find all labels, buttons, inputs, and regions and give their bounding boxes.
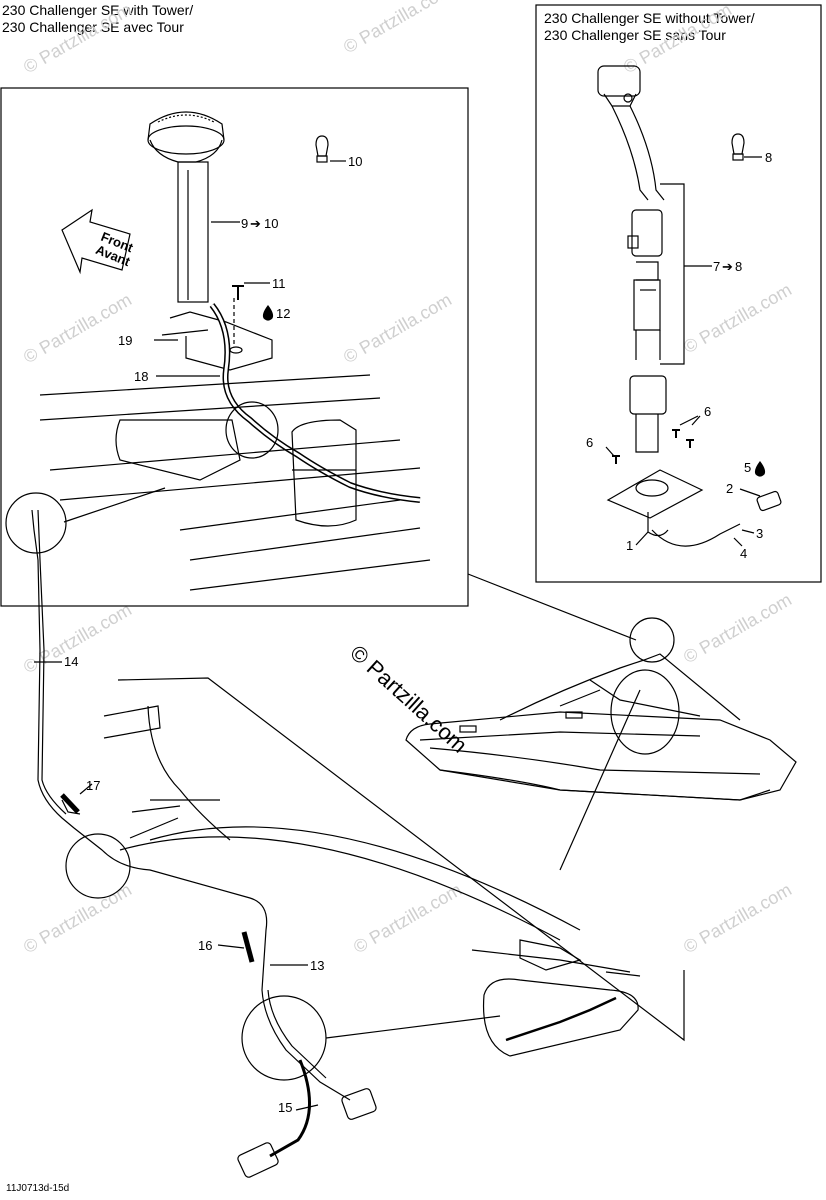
- callout-arrow: ➔: [722, 259, 733, 274]
- callout-13: 13: [310, 958, 324, 973]
- detail-circle: [629, 617, 675, 663]
- callout-15: 15: [278, 1100, 292, 1115]
- pole-light-assembly: [597, 65, 741, 547]
- callout-5: 5: [744, 460, 751, 475]
- callout-3: 3: [756, 526, 763, 541]
- header-without-tower-line1: 230 Challenger SE without Tower/: [544, 10, 755, 26]
- connector-plug: [237, 1142, 279, 1178]
- header-with-tower: 230 Challenger SE with Tower/ 230 Challe…: [2, 2, 193, 36]
- sealant-drop-icon: [262, 304, 274, 321]
- detail-circle: [65, 833, 131, 899]
- sealant-drop-icon: [754, 460, 766, 477]
- harness-14: [31, 509, 268, 991]
- callout-arrow: ➔: [250, 216, 261, 231]
- callout-18: 18: [134, 369, 148, 384]
- callout-17: 17: [86, 778, 100, 793]
- callout-6a: 6: [586, 435, 593, 450]
- leader-lines: [34, 156, 762, 1111]
- header-with-tower-line2: 230 Challenger SE avec Tour: [2, 19, 184, 35]
- with-tower-panel-border: [0, 87, 469, 607]
- header-with-tower-line1: 230 Challenger SE with Tower/: [2, 2, 194, 18]
- detail-circle: [5, 492, 67, 554]
- harness-15: [269, 1059, 311, 1158]
- header-without-tower: 230 Challenger SE without Tower/ 230 Cha…: [544, 10, 755, 44]
- callout-1: 1: [626, 538, 633, 553]
- screw-icon: [672, 429, 680, 438]
- front-arrow-icon: [61, 208, 131, 275]
- grommet-17: [60, 793, 80, 814]
- header-without-tower-line2: 230 Challenger SE sans Tour: [544, 27, 726, 43]
- callout-14: 14: [64, 654, 78, 669]
- harness-13: [261, 989, 351, 1101]
- callout-7: 7: [713, 259, 720, 274]
- callout-4: 4: [740, 546, 747, 561]
- callout-2: 2: [726, 481, 733, 496]
- screw-icon: [612, 455, 620, 464]
- bulb-icon: [731, 133, 745, 161]
- callout-9: 9: [241, 216, 248, 231]
- screw-icon: [232, 285, 244, 300]
- detail-circle: [610, 669, 680, 755]
- callout-10: 10: [348, 154, 362, 169]
- bulb-icon: [315, 135, 329, 163]
- callout-16: 16: [198, 938, 212, 953]
- diagram-code: 11J0713d-15d: [6, 1183, 70, 1194]
- callout-9-to-10: 10: [264, 216, 278, 231]
- grommet-16: [241, 931, 255, 963]
- callout-7-to-8: 8: [735, 259, 742, 274]
- detail-circle: [241, 995, 327, 1081]
- callout-12: 12: [276, 306, 290, 321]
- callout-19: 19: [118, 333, 132, 348]
- tower-light-assembly: [147, 111, 273, 371]
- screw-icon: [686, 439, 694, 448]
- callout-11: 11: [272, 276, 286, 291]
- connector-plug: [341, 1088, 377, 1120]
- boat-illustration: [405, 653, 797, 801]
- connector-2: [756, 490, 782, 512]
- callout-6b: 6: [704, 404, 711, 419]
- callout-8: 8: [765, 150, 772, 165]
- without-tower-panel-border: [535, 4, 822, 583]
